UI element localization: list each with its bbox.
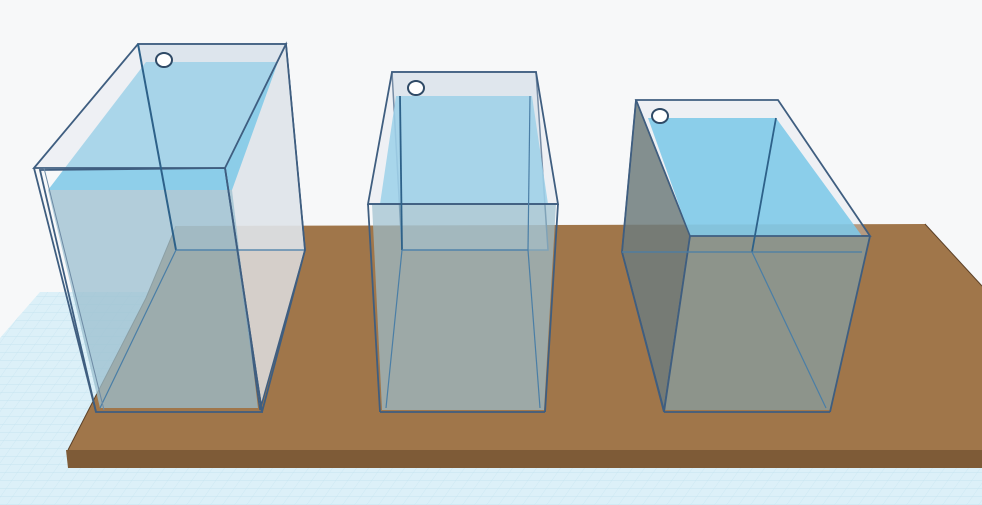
- hanging-hole-icon: [155, 52, 173, 68]
- container-3[interactable]: [621, 99, 872, 413]
- container-2[interactable]: [366, 71, 560, 413]
- hanging-hole-icon: [651, 108, 669, 124]
- container-1[interactable]: [32, 41, 306, 413]
- hanging-hole-icon: [407, 80, 425, 96]
